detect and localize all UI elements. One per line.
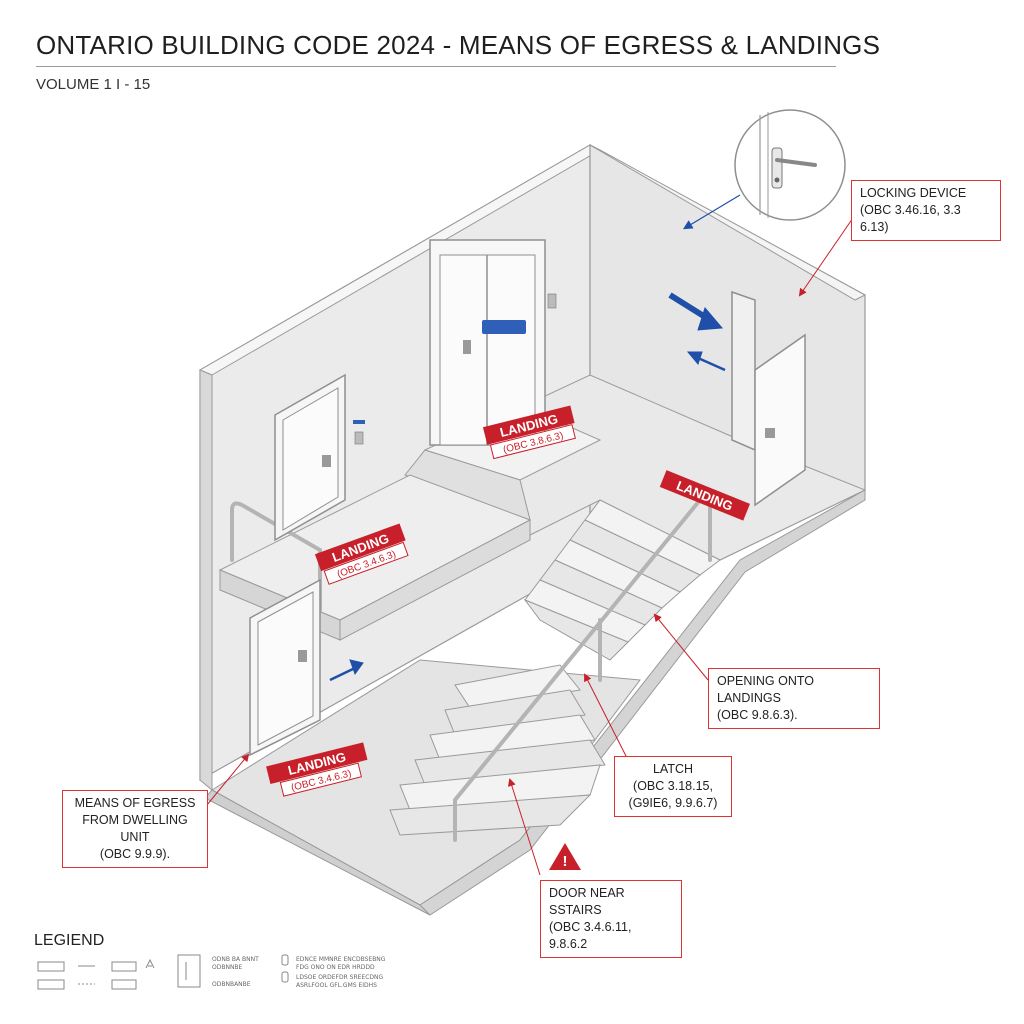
callout-egress-line2: FROM DWELLING UNIT [82,813,188,844]
lower-stair-flight [389,664,606,836]
callout-opening-onto-landings: OPENING ONTO LANDINGS (OBC 9.8.6.3). [708,668,880,729]
page-title: ONTARIO BUILDING CODE 2024 - MEANS OF EG… [36,30,881,60]
callout-locking-line2: (OBC 3.46.16, 3.3 6.13) [860,203,961,234]
right-wall-top-edge [589,144,867,301]
callout-latch: LATCH (OBC 3.18.15, (G9IE6, 9.9.6.7) [614,756,732,817]
title-rule [36,66,836,67]
svg-text:!: ! [563,853,568,870]
callout-opening-line1: OPENING ONTO LANDINGS [717,674,815,705]
callout-door-line3: 9.8.6.2 [549,937,588,951]
legend-title: LEGIEND [34,932,105,949]
callout-door-line1: DOOR NEAR SSTAIRS [549,886,625,917]
door-upper-left [274,373,365,542]
legend-text-2: ODBNNBE [212,964,243,971]
callout-locking-device: LOCKING DEVICE (OBC 3.46.16, 3.3 6.13) [851,180,1001,241]
direction-arrows [329,292,726,682]
legend-text-7: ASRLFOOL GFL.GMS EIDHS [296,982,377,989]
callout-door-near-stairs: DOOR NEAR SSTAIRS (OBC 3.4.6.11, 9.8.6.2 [540,880,682,958]
warning-icon: ! [549,843,581,870]
mid-landing-edge-right [339,519,531,641]
callout-latch-line3: (G9IE6, 9.9.6.7) [628,796,718,810]
legend-text-3: ODBNBANBE [212,981,251,988]
callout-opening-line2: (OBC 9.8.6.3). [717,708,798,722]
double-door-top [429,239,557,446]
door-right-open [731,290,806,507]
callout-leaders [206,214,856,876]
legend-symbols [37,954,289,990]
handle-detail-inset [734,109,846,221]
legend-text-4: EDNCE MMNRE ENCDBSEBNG [296,956,386,963]
legend-text-6: LDSOE ORDEFDR SREECDNG [296,974,384,981]
callout-latch-line1: LATCH [652,762,694,776]
callout-means-of-egress: MEANS OF EGRESS FROM DWELLING UNIT (OBC … [62,790,208,868]
inset-pointer [682,194,741,230]
legend-text-5: FDG ONO ON EDR HRDDD [296,964,375,971]
callout-latch-line2: (OBC 3.18.15, [633,779,713,793]
left-wall-side-edge [199,369,213,792]
callout-door-line2: (OBC 3.4.6.11, [549,920,632,934]
upper-stair-flight [523,499,721,661]
page-subtitle: VOLUME 1 I - 15 [36,76,151,93]
door-lower-left [249,578,321,757]
legend-text-1: ODNB BA BNNT [212,956,259,963]
callout-locking-line1: LOCKING DEVICE [860,186,967,200]
callout-egress-line1: MEANS OF EGRESS [74,796,196,810]
callout-egress-line3: (OBC 9.9.9). [99,847,171,861]
